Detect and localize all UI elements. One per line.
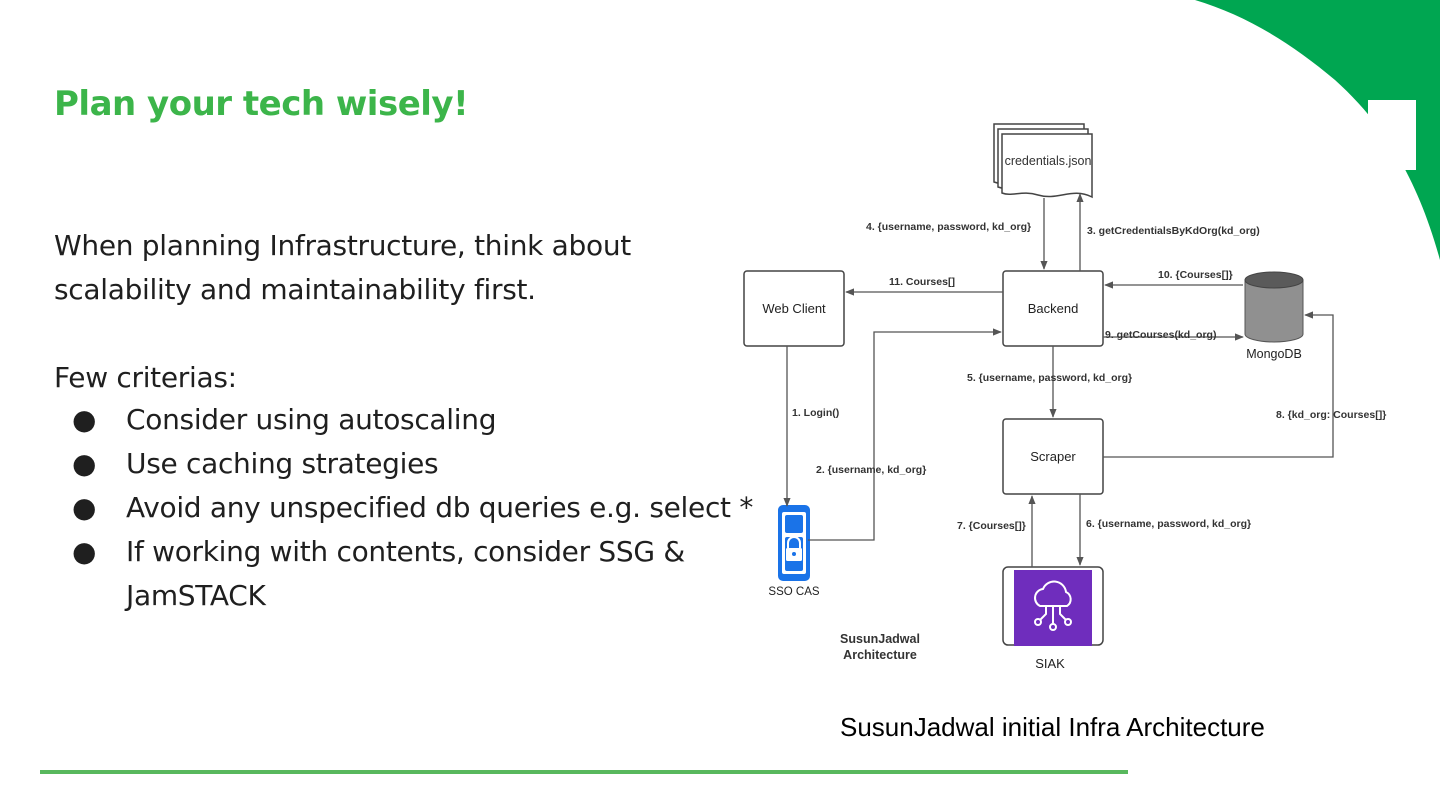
edge-label-9: 9. getCourses(kd_org) (1105, 329, 1216, 341)
siak-node: SIAK (1002, 566, 1104, 671)
diagram-edges (783, 193, 1334, 567)
page-title: Plan your tech wisely! (54, 84, 469, 124)
scraper-node: Scraper (1002, 418, 1104, 495)
edge-label-5: 5. {username, password, kd_org} (967, 372, 1132, 384)
phone-lock-icon (778, 505, 810, 581)
edge-2-line (808, 328, 1002, 541)
web-client-label: Web Client (762, 301, 826, 316)
bullet-icon: ● (72, 491, 97, 524)
bullet-icon: ● (72, 403, 97, 436)
sso-label: SSO CAS (768, 586, 819, 598)
web-client-node: Web Client (743, 270, 845, 347)
list-item-text: Avoid any unspecified db queries e.g. se… (126, 491, 754, 524)
bullet-icon: ● (72, 447, 97, 480)
edge-8-line (1103, 311, 1334, 458)
scraper-label: Scraper (1030, 449, 1076, 464)
corner-decoration (1195, 0, 1440, 260)
edge-label-4: 4. {username, password, kd_org} (866, 221, 1031, 233)
edge-label-3: 3. getCredentialsByKdOrg(kd_org) (1087, 225, 1260, 237)
edge-label-2: 2. {username, kd_org} (816, 464, 926, 476)
credentials-file-node: credentials.json (993, 123, 1093, 199)
diagram-caption: SusunJadwal initial Infra Architecture (840, 712, 1265, 742)
cloud-network-icon (1014, 570, 1092, 646)
intro-paragraph: When planning Infrastructure, think abou… (54, 229, 631, 306)
list-item: ● Use caching strategies (54, 442, 754, 486)
edge-label-11: 11. Courses[] (889, 276, 955, 288)
criteria-list: ● Consider using autoscaling ● Use caching… (54, 398, 754, 618)
backend-node: Backend (1002, 270, 1104, 347)
list-item-text: Use caching strategies (126, 447, 439, 480)
sso-cas-node: SSO CAS (768, 505, 820, 598)
criteria-heading: Few criterias: (54, 361, 237, 394)
footer-divider (40, 770, 1128, 774)
edge-label-8: 8. {kd_org: Courses[]} (1276, 409, 1386, 421)
diagram-note: SusunJadwal Architecture (840, 632, 920, 662)
note-line-1: SusunJadwal (840, 632, 920, 646)
backend-label: Backend (1028, 301, 1079, 316)
list-item: ● If working with contents, consider SSG … (54, 530, 754, 618)
bullet-icon: ● (72, 535, 97, 568)
credentials-label: credentials.json (1005, 154, 1092, 168)
mongodb-node: MongoDB (1244, 271, 1304, 361)
edge-label-6: 6. {username, password, kd_org} (1086, 518, 1251, 530)
siak-label: SIAK (1035, 656, 1065, 671)
edge-labels: 4. {username, password, kd_org} 3. getCr… (792, 221, 1386, 532)
architecture-diagram: credentials.json Web Client Backend Scra… (743, 123, 1386, 671)
edge-label-1: 1. Login() (792, 407, 839, 419)
list-item-text: Consider using autoscaling (126, 403, 497, 436)
database-cylinder-icon (1244, 271, 1304, 343)
intro-text: When planning Infrastructure, think abou… (54, 224, 734, 312)
edge-label-7: 7. {Courses[]} (957, 520, 1026, 532)
document-stack-icon (993, 123, 1093, 199)
list-item-text: If working with contents, consider SSG &… (126, 535, 685, 612)
note-line-2: Architecture (843, 648, 917, 662)
mongodb-label: MongoDB (1246, 347, 1302, 361)
list-item: ● Avoid any unspecified db queries e.g. s… (54, 486, 754, 530)
edge-label-10: 10. {Courses[]} (1158, 269, 1233, 281)
list-item: ● Consider using autoscaling (54, 398, 754, 442)
